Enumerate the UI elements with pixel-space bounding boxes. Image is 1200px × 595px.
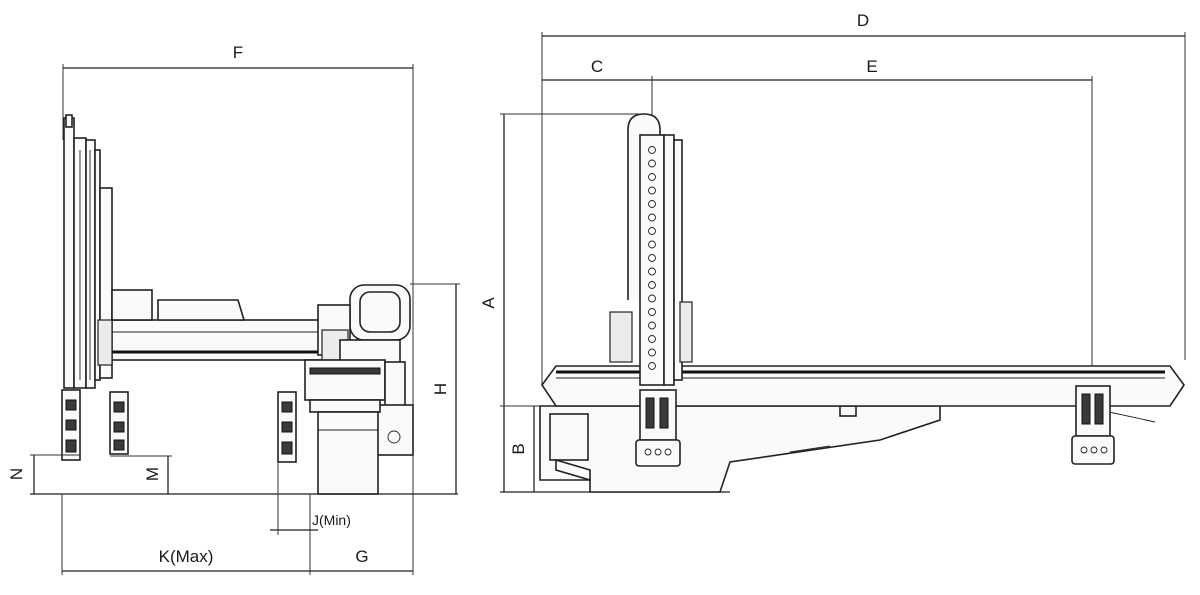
dim-H: H	[410, 283, 460, 494]
arm-hole	[648, 254, 656, 262]
arm-hole	[648, 200, 656, 208]
arm-hole	[648, 362, 656, 370]
label-A: A	[479, 297, 498, 309]
arm-hole	[648, 294, 656, 303]
gripper-side-3	[277, 391, 297, 463]
arm-hole	[648, 186, 656, 195]
label-F: F	[233, 43, 243, 62]
label-B: B	[509, 443, 528, 454]
arm-hole	[648, 348, 656, 357]
arm-hole	[648, 159, 656, 168]
dim-E: E	[652, 57, 1093, 390]
arm-hole	[648, 213, 656, 222]
label-D: D	[857, 11, 869, 30]
vertical-arm-front	[609, 113, 693, 386]
arm-hole	[648, 281, 656, 289]
arm-hole	[648, 321, 656, 330]
gripper-side-2	[109, 391, 129, 455]
dim-J: J(Min)	[270, 462, 351, 575]
side-view: F	[7, 43, 460, 575]
label-G: G	[355, 547, 368, 566]
label-J: J(Min)	[312, 512, 351, 528]
label-K: K(Max)	[159, 547, 214, 566]
label-M: M	[143, 467, 162, 481]
dim-A: A	[479, 113, 640, 492]
label-C: C	[591, 57, 603, 76]
arm-hole	[648, 335, 656, 343]
dim-D: D	[541, 11, 1186, 385]
arm-hole	[648, 173, 656, 181]
arm-hole	[648, 240, 656, 249]
horizontal-beam-front	[541, 365, 1185, 423]
front-view: D C E A B	[479, 11, 1186, 493]
label-H: H	[431, 383, 450, 395]
gripper-side-1	[61, 389, 81, 461]
label-E: E	[866, 57, 877, 76]
label-N: N	[7, 468, 26, 480]
arm-hole	[648, 267, 656, 276]
vertical-arm-holes	[648, 146, 656, 370]
horizontal-beam-side	[97, 289, 343, 366]
traverse-unit-side	[304, 284, 414, 495]
dim-K: K(Max)	[61, 494, 310, 575]
arm-hole	[648, 227, 656, 235]
dim-M: M	[110, 455, 172, 494]
vertical-arm-side	[63, 114, 113, 389]
dim-G: G	[310, 494, 414, 575]
dim-N: N	[7, 454, 80, 494]
gripper-front-2	[1071, 385, 1115, 465]
arm-hole	[648, 308, 656, 316]
gripper-front-1	[635, 389, 681, 467]
machine-base-front	[539, 405, 941, 493]
arm-hole	[648, 146, 656, 154]
